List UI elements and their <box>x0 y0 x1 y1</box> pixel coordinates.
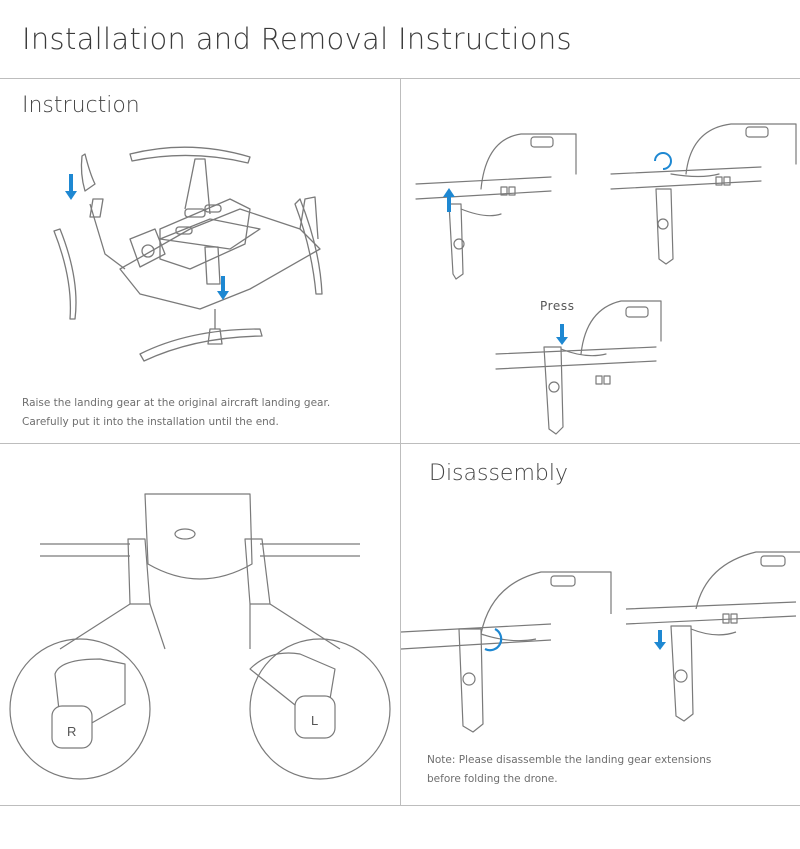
left-gear-label: L <box>311 713 318 728</box>
disassembly-arrows <box>484 628 666 652</box>
disassembly-note-line2: before folding the drone. <box>427 773 558 785</box>
disassembly-note: Note: Please disassemble the landing gea… <box>427 751 711 789</box>
drone-install-illustration <box>53 146 323 362</box>
right-gear-label: R <box>67 724 76 739</box>
page-title: Installation and Removal Instructions <box>22 22 572 56</box>
grid-divider-vertical <box>400 78 401 806</box>
install-steps-illustration: Press <box>415 123 797 435</box>
press-label: Press <box>540 299 575 313</box>
gear-overview-illustration: R L <box>9 493 391 780</box>
install-arrows <box>65 174 229 300</box>
disassembly-illustration <box>401 551 800 733</box>
grid-divider-horizontal <box>0 443 800 444</box>
install-step-arrows <box>443 152 672 345</box>
instruction-panel: Instruction <box>0 79 400 443</box>
disassembly-heading: Disassembly <box>429 461 568 486</box>
instruction-caption-line2: Carefully put it into the installation u… <box>22 416 279 428</box>
disassembly-panel: Disassembly Note: Please disassemble the… <box>401 444 800 806</box>
disassembly-note-line1: Note: Please disassemble the landing gea… <box>427 754 712 766</box>
instruction-heading: Instruction <box>22 93 140 118</box>
gear-overview-panel: R L <box>0 444 400 806</box>
install-steps-panel: Press <box>401 79 800 443</box>
instruction-caption-line1: Raise the landing gear at the original a… <box>22 397 331 409</box>
instruction-caption: Raise the landing gear at the original a… <box>22 394 330 432</box>
